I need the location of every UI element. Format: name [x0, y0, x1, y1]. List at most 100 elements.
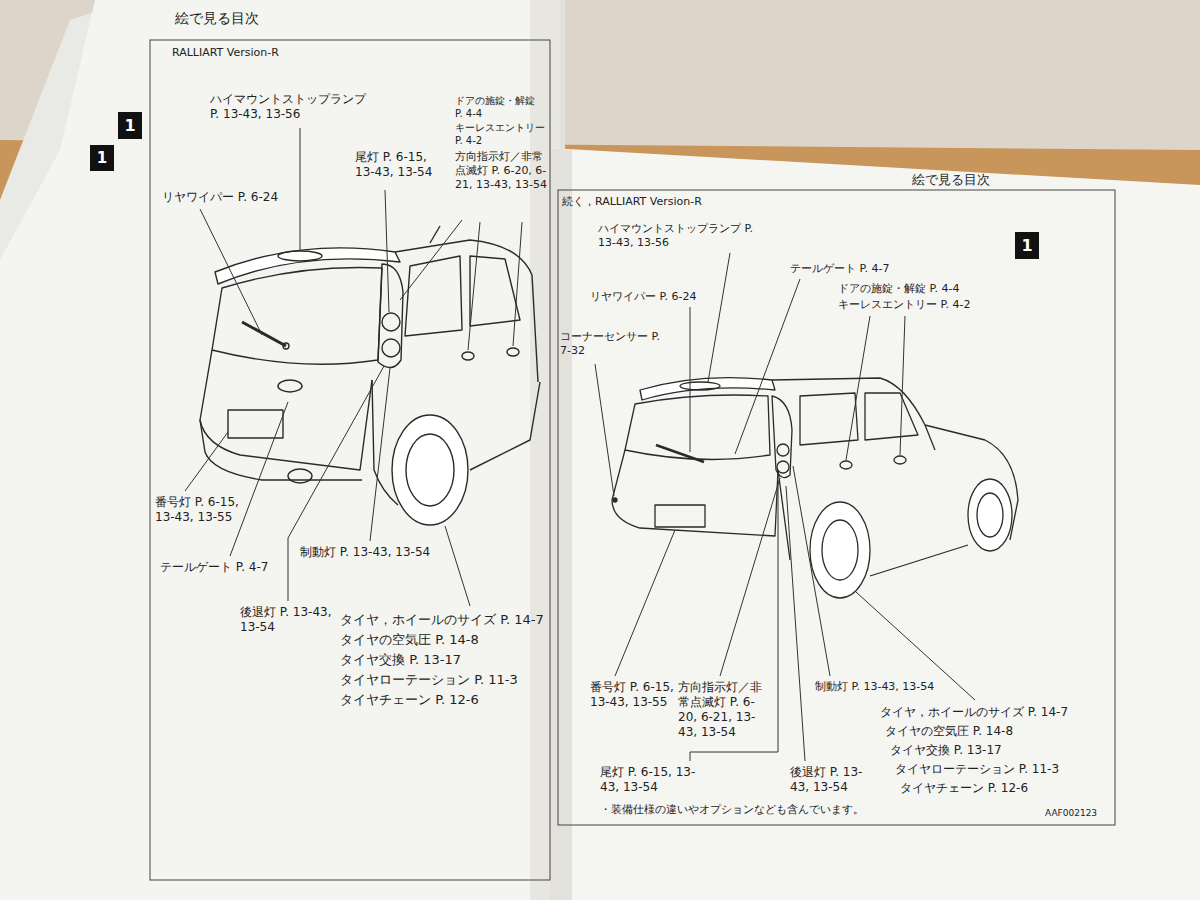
part-callout: 制動灯 P. 13-43, 13-54 [815, 680, 934, 694]
leader-line [468, 222, 480, 350]
car-outline [382, 339, 400, 357]
part-callout: テールゲート P. 4-7 [160, 560, 268, 575]
part-callout: タイヤローテーション P. 11-3 [895, 762, 1059, 777]
part-callout: 制動灯 P. 13-43, 13-54 [300, 545, 430, 560]
car-outline [810, 502, 870, 598]
car-outline [212, 267, 382, 364]
leader-line [793, 466, 830, 676]
part-callout: キーレスエントリー P. 4-2 [455, 122, 545, 147]
car-outline [968, 479, 1012, 551]
part-callout: ハイマウントストップランプ P. 13-43, 13-56 [210, 92, 375, 122]
part-callout: テールゲート P. 4-7 [790, 262, 889, 276]
leader-line [735, 279, 800, 454]
car-outline [925, 425, 935, 450]
car-outline [382, 313, 400, 331]
car-outline [612, 378, 1018, 598]
car-outline [278, 380, 302, 392]
leader-line [242, 322, 286, 346]
car-outline [680, 382, 720, 390]
car-outline [283, 343, 289, 349]
part-callout: タイヤローテーション P. 11-3 [340, 672, 518, 688]
car-outline [200, 350, 372, 470]
leader-line [430, 226, 440, 243]
leader-line [445, 526, 470, 606]
car-outline [406, 434, 454, 506]
model-name: 続く，RALLIART Version-R [562, 195, 702, 209]
car-outline [558, 190, 1115, 825]
part-callout: リヤワイパー P. 6-24 [162, 190, 278, 205]
car-outline [200, 226, 540, 525]
tab-number: 1 [1021, 236, 1032, 255]
car-outline [470, 256, 520, 326]
leader-line [708, 253, 730, 382]
part-callout: タイヤの空気圧 P. 14-8 [340, 632, 479, 648]
part-callout: 尾灯 P. 6-15, 13-43, 13-54 [355, 150, 445, 180]
car-outline [640, 378, 775, 400]
part-callout: タイヤの空気圧 P. 14-8 [885, 724, 1013, 739]
part-callout: ハイマウントストップランプ P. 13-43, 13-56 [598, 222, 763, 250]
part-callout: 方向指示灯／非常点滅灯 P. 6-20, 6-21, 13-43, 13-54 [678, 680, 773, 740]
leader-line [300, 128, 301, 250]
figure-code: AAF002123 [1045, 808, 1097, 819]
car-outline [625, 395, 770, 459]
car-outline [392, 415, 468, 525]
car-outline [977, 493, 1003, 537]
car-outline [507, 348, 519, 356]
car-outline [0, 0, 565, 900]
car-outline [462, 352, 474, 360]
leader-line [656, 445, 704, 462]
car-outline [0, 0, 560, 900]
part-callout: ドアの施錠・解錠 P. 4-4 [455, 95, 545, 120]
leader-line [385, 190, 389, 312]
car-outline [550, 148, 1200, 900]
part-callout: タイヤ交換 P. 13-17 [890, 743, 1002, 758]
car-outline [870, 545, 968, 576]
part-callout: タイヤ，ホイールのサイズ P. 14-7 [340, 612, 544, 628]
car-outline [822, 520, 858, 580]
page-header: 絵で見る目次 [175, 10, 259, 28]
part-callout: 尾灯 P. 6-15, 13-43, 13-54 [600, 765, 700, 795]
leader-line [400, 220, 462, 300]
car-outline [395, 240, 538, 382]
leader-line [370, 368, 390, 541]
car-outline [150, 40, 550, 880]
car-outline [405, 256, 462, 336]
footnote: ・装備仕様の違いやオプションなども含んでいます。 [600, 803, 864, 817]
part-callout: 番号灯 P. 6-15, 13-43, 13-55 [155, 495, 245, 525]
car-outline [278, 251, 322, 261]
leader-line [900, 316, 905, 455]
chapter-tab: 1 [90, 145, 114, 171]
car-outline [470, 382, 540, 470]
car-outline [894, 456, 906, 464]
car-outline [613, 498, 617, 502]
tab-number: 1 [97, 149, 107, 167]
leader-line [690, 307, 691, 452]
part-callout: 後退灯 P. 13-43, 13-54 [240, 605, 335, 635]
chapter-tab: 1 [1015, 232, 1039, 259]
car-outline [772, 396, 792, 478]
part-callout: タイヤ交換 P. 13-17 [340, 652, 461, 668]
leader-line [513, 222, 522, 346]
leader-line [230, 402, 288, 556]
car-outline [200, 420, 362, 480]
part-callout: 方向指示灯／非常点滅灯 P. 6-20, 6-21, 13-43, 13-54 [455, 150, 547, 191]
model-name: RALLIART Version-R [172, 46, 279, 60]
leader-line [185, 432, 228, 491]
car-outline [228, 410, 283, 438]
page-header: 絵で見る目次 [912, 172, 990, 188]
car-outline [215, 248, 400, 284]
part-callout: 番号灯 P. 6-15, 13-43, 13-55 [590, 680, 678, 710]
leader-line [288, 366, 384, 601]
car-outline [378, 264, 403, 368]
tab-number: 1 [124, 116, 135, 135]
car-outline [288, 469, 312, 483]
leader-line [720, 478, 780, 676]
car-outline [612, 450, 778, 536]
leader-line [786, 486, 805, 761]
part-callout: キーレスエントリー P. 4-2 [838, 298, 970, 312]
car-outline [840, 461, 852, 469]
car-outline [772, 378, 985, 440]
part-callout: リヤワイパー P. 6-24 [590, 290, 696, 304]
